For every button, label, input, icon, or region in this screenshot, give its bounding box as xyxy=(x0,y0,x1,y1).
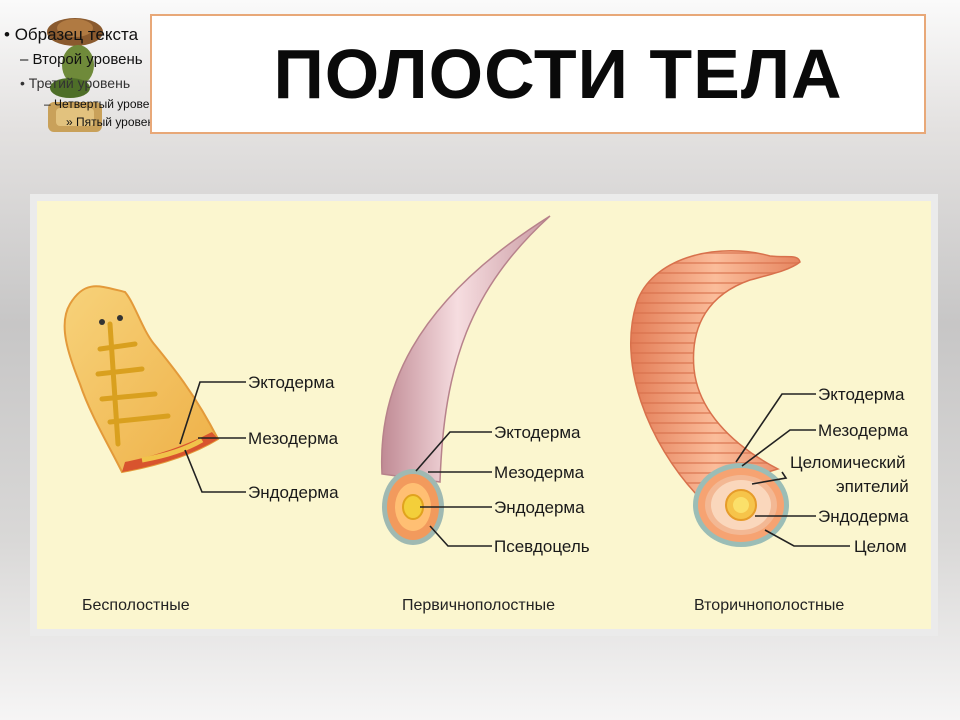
earthworm-label-epithelium: эпителий xyxy=(836,477,909,496)
dash-icon: – xyxy=(44,97,51,111)
flatworm-illustration xyxy=(65,286,218,472)
roundworm-label-endoderm: Эндодерма xyxy=(494,498,585,517)
earthworm-label-endoderm: Эндодерма xyxy=(818,507,909,526)
caption-pseudocoelomate: Первичнополостные xyxy=(402,597,555,614)
roundworm-label-mesoderm: Мезодерма xyxy=(494,463,585,482)
caption-coelomate: Вторичнополостные xyxy=(694,597,844,614)
bullet-icon: • xyxy=(4,25,10,44)
page-title: ПОЛОСТИ ТЕЛА xyxy=(233,34,842,114)
flatworm-label-ectoderm: Эктодерма xyxy=(248,373,335,392)
title-box: ПОЛОСТИ ТЕЛА xyxy=(150,14,926,134)
caption-acoelomate: Бесполостные xyxy=(82,597,190,614)
outline-level-3: • Третий уровень xyxy=(20,76,130,90)
earthworm-illustration xyxy=(631,251,800,547)
earthworm-label-ectoderm: Эктодерма xyxy=(818,385,905,404)
diagram-panel: Эктодерма Мезодерма Эндодерма Бесполостн… xyxy=(30,194,938,636)
earthworm-label-coelom: Целом xyxy=(854,537,907,556)
bullet-icon: » xyxy=(66,115,73,129)
dash-icon: – xyxy=(20,51,28,68)
roundworm-label-ectoderm: Эктодерма xyxy=(494,423,581,442)
earthworm-label-mesoderm: Мезодерма xyxy=(818,421,909,440)
roundworm-label-pseudocoel: Псевдоцель xyxy=(494,537,590,556)
outline-level-5: » Пятый уровень xyxy=(66,116,160,128)
flatworm-label-endoderm: Эндодерма xyxy=(248,483,339,502)
earthworm-label-coelomic: Целомический xyxy=(790,453,905,472)
outline-level-4: – Четвертый уровень xyxy=(44,98,162,110)
outline-level-1: • Образец текста xyxy=(4,26,138,43)
flatworm-label-mesoderm: Мезодерма xyxy=(248,429,339,448)
outline-level-2: – Второй уровень xyxy=(20,52,143,67)
bullet-icon: • xyxy=(20,75,25,91)
roundworm-illustration xyxy=(382,216,550,545)
body-cavities-diagram: Эктодерма Мезодерма Эндодерма Бесполостн… xyxy=(30,194,938,636)
